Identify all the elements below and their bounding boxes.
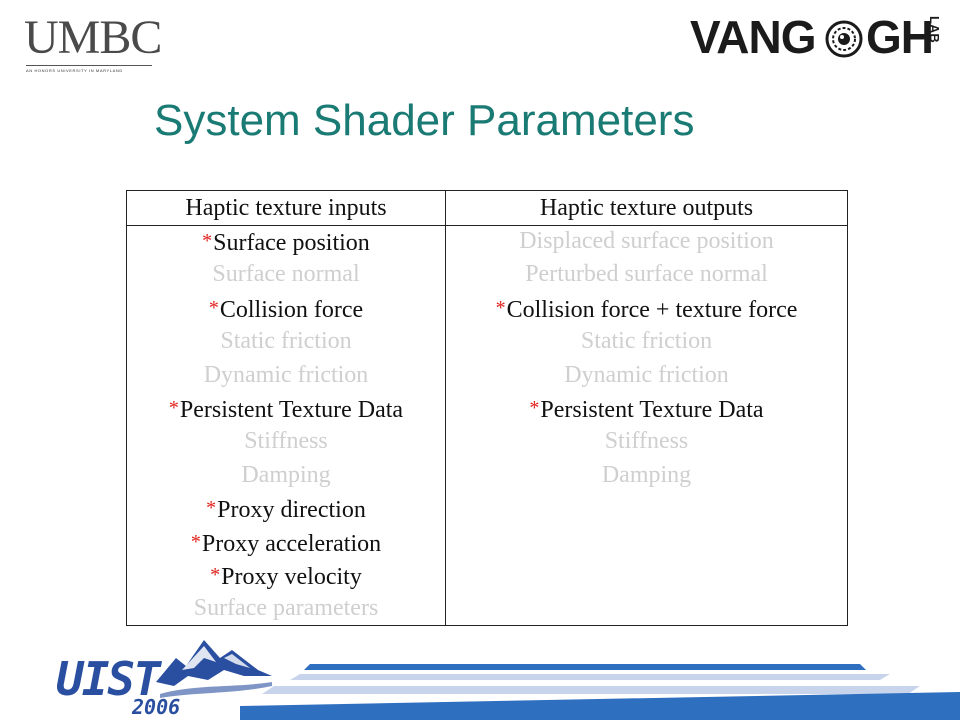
outputs-item-label: Damping	[601, 461, 692, 488]
footer-stripe-bottom	[240, 692, 960, 720]
inputs-item: *Surface position	[127, 225, 445, 258]
column-divider	[445, 191, 446, 625]
uist-logo: UIST 2006	[50, 636, 280, 720]
outputs-item-label: Persistent Texture Data	[540, 396, 764, 423]
slide-title: System Shader Parameters	[154, 96, 695, 145]
vangogh-logo-right: GH	[866, 11, 934, 63]
outputs-item-label: Stiffness	[604, 428, 689, 455]
inputs-item-label: Surface normal	[212, 261, 360, 288]
inputs-item: Static friction	[127, 325, 445, 358]
required-star-icon: *	[210, 563, 221, 586]
inputs-item: *Collision force	[127, 292, 445, 325]
umbc-wordmark: UMBC	[24, 11, 162, 64]
vangogh-logo-left: VANG	[690, 11, 816, 63]
required-star-icon: *	[190, 530, 201, 553]
inputs-item-label: Surface position	[213, 230, 370, 256]
eye-icon	[825, 20, 863, 58]
inputs-item: *Proxy direction	[127, 492, 445, 525]
outputs-item: Static friction	[446, 325, 847, 358]
outputs-item: *Collision force + texture force	[446, 292, 847, 325]
inputs-item: Surface normal	[127, 258, 445, 291]
outputs-item-label: Collision force + texture force	[506, 296, 798, 323]
footer-stripes	[240, 664, 960, 720]
required-star-icon: *	[495, 296, 506, 319]
vangogh-lab-logo: VANG GH LAB	[690, 12, 950, 64]
required-star-icon: *	[208, 296, 219, 319]
uist-wordmark: UIST	[56, 652, 161, 706]
outputs-item: Perturbed surface normal	[446, 258, 847, 291]
required-star-icon: *	[202, 230, 213, 252]
required-star-icon: *	[529, 396, 540, 419]
outputs-header: Haptic texture outputs	[539, 195, 754, 221]
footer-stripe-light	[290, 674, 890, 680]
mountain-icon	[156, 640, 272, 698]
outputs-item-label: Perturbed surface normal	[525, 261, 768, 288]
required-star-icon: *	[168, 396, 179, 419]
inputs-item: *Proxy velocity	[127, 559, 445, 592]
inputs-header: Haptic texture inputs	[185, 195, 387, 221]
inputs-item: Surface parameters	[127, 592, 445, 625]
outputs-item: Stiffness	[446, 425, 847, 458]
uist-year: 2006	[132, 695, 181, 719]
inputs-item-label: Surface parameters	[193, 595, 379, 622]
outputs-item: *Persistent Texture Data	[446, 392, 847, 425]
inputs-item-label: Dynamic friction	[203, 361, 369, 388]
inputs-item-label: Proxy velocity	[221, 563, 362, 590]
inputs-item: *Persistent Texture Data	[127, 392, 445, 425]
outputs-item-label: Displaced surface position	[519, 228, 774, 254]
inputs-item-label: Damping	[241, 461, 331, 488]
footer-stripe-top	[304, 664, 866, 670]
outputs-item-label: Static friction	[580, 328, 713, 355]
inputs-item: Damping	[127, 459, 445, 492]
outputs-column: Haptic texture outputs Displaced surface…	[446, 191, 847, 625]
outputs-item: Damping	[446, 459, 847, 492]
umbc-logo: UMBC AN HONORS UNIVERSITY IN MARYLAND	[24, 14, 162, 74]
required-star-icon: *	[206, 497, 217, 520]
inputs-item-label: Static friction	[220, 328, 352, 355]
header-rule	[127, 225, 847, 226]
inputs-item: *Proxy acceleration	[127, 526, 445, 559]
inputs-item-label: Proxy acceleration	[201, 530, 382, 557]
inputs-item-label: Stiffness	[244, 428, 328, 455]
umbc-tagline: AN HONORS UNIVERSITY IN MARYLAND	[26, 68, 123, 73]
outputs-item: Displaced surface position	[446, 225, 847, 258]
inputs-item: Stiffness	[127, 425, 445, 458]
outputs-item: Dynamic friction	[446, 359, 847, 392]
footer-stripe-light-2	[262, 686, 920, 694]
vangogh-logo-lab: LAB	[927, 16, 942, 43]
outputs-item-label: Dynamic friction	[564, 361, 729, 388]
inputs-item-label: Persistent Texture Data	[179, 396, 404, 423]
inputs-item-label: Proxy direction	[217, 497, 366, 524]
umbc-logo-rule	[26, 65, 152, 66]
inputs-item: Dynamic friction	[127, 359, 445, 392]
inputs-item-label: Collision force	[219, 296, 364, 323]
